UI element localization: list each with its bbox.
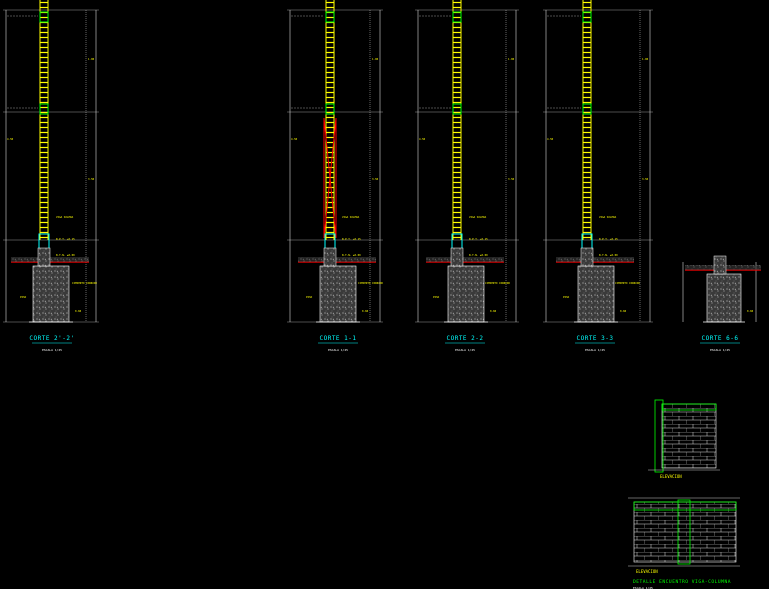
section-title: CORTE 3-3 [576, 335, 613, 342]
section-title: CORTE 2'-2' [29, 335, 74, 342]
foundation-block [706, 273, 742, 323]
dimension-label: 4.50 [291, 137, 298, 141]
dimension-label: 1.00 [372, 57, 379, 61]
beam-marker [452, 11, 462, 23]
note-label: VIGA SOLERA [56, 215, 74, 219]
beam-marker [452, 103, 462, 115]
dimension-label: 3.50 [88, 177, 95, 181]
elevation-label: ELEVACION [636, 569, 658, 574]
note-label: CIMIENTO CORRIDO [485, 281, 510, 285]
sobrecimiento [450, 247, 464, 267]
sobrecimiento [713, 255, 727, 275]
column-stirrups [40, 0, 48, 240]
dimension-label: 0.60 [490, 309, 497, 313]
note-label: N.T.N. ±0.00 [599, 253, 618, 257]
floor-fill [556, 257, 634, 262]
column-outline [654, 399, 664, 473]
section-title: CORTE 6-6 [701, 335, 738, 342]
section-scale: ESCALA 1/25 [455, 348, 475, 352]
note-label: VIGA SOLERA [599, 215, 617, 219]
floor-fill [426, 257, 504, 262]
section-title: CORTE 2-2 [446, 335, 483, 342]
dimension-label: 0.60 [747, 309, 754, 313]
beam-outline [633, 501, 737, 511]
note-label: PISO [306, 295, 313, 299]
sobrecimiento [323, 247, 337, 267]
note-label: N.T.N. ±0.00 [342, 253, 361, 257]
section-scale: ESCALA 1/25 [585, 348, 605, 352]
column-outline [677, 499, 691, 565]
dimension-label: 4.50 [7, 137, 14, 141]
beam-marker [582, 103, 592, 115]
elevation-detail-2: ELEVACION DETALLE ENCUENTRO VIGA-COLUMNAE… [628, 497, 740, 589]
note-label: N.P.T. +0.15 [342, 237, 361, 241]
note-label: CIMIENTO CORRIDO [358, 281, 383, 285]
section-scale: ESCALA 1/25 [328, 348, 348, 352]
dimension-label: 0.60 [620, 309, 627, 313]
note-label: N.P.T. +0.15 [599, 237, 618, 241]
elevation-detail-1: ELEVACION [648, 399, 720, 479]
beam-marker [325, 103, 335, 115]
dimension-label: 0.60 [75, 309, 82, 313]
beam-outline [661, 403, 717, 411]
dimension-label: 3.50 [642, 177, 649, 181]
note-label: CIMIENTO CORRIDO [72, 281, 97, 285]
note-label: PISO [433, 295, 440, 299]
note-label: N.P.T. +0.15 [56, 237, 75, 241]
section-scale: ESCALA 1/25 [710, 348, 730, 352]
section-title: CORTE 1-1 [319, 335, 356, 342]
beam-marker [39, 103, 49, 115]
brick-wall [661, 403, 717, 469]
foundation-block [32, 265, 70, 323]
note-label: PISO [563, 295, 570, 299]
beam-marker [39, 11, 49, 23]
dimension-label: 1.00 [642, 57, 649, 61]
sobrecimiento [580, 247, 594, 267]
dimension-label: 4.50 [419, 137, 426, 141]
note-label: N.T.N. ±0.00 [469, 253, 488, 257]
section-scale: ESCALA 1/25 [42, 348, 62, 352]
column-stirrups [453, 0, 461, 240]
dimension-label: 4.50 [547, 137, 554, 141]
dimension-label: 1.00 [508, 57, 515, 61]
beam-marker [325, 11, 335, 23]
note-label: PISO [20, 295, 27, 299]
note-label: N.T.N. ±0.00 [56, 253, 75, 257]
note-label: N.P.T. +0.15 [469, 237, 488, 241]
note-label: VIGA SOLERA [469, 215, 487, 219]
column-stirrups [326, 0, 334, 240]
foundation-block [577, 265, 615, 323]
dimension-label: 3.50 [508, 177, 515, 181]
elevation-label: ELEVACION [660, 474, 682, 479]
dimension-label: 0.60 [362, 309, 369, 313]
beam-marker [582, 11, 592, 23]
detail-title: DETALLE ENCUENTRO VIGA-COLUMNA [633, 579, 731, 585]
detail-scale: ESCALA 1/25 [633, 586, 653, 589]
column-stirrups [583, 0, 591, 240]
dimension-label: 3.50 [372, 177, 379, 181]
note-label: CIMIENTO CORRIDO [615, 281, 640, 285]
note-label: VIGA SOLERA [342, 215, 360, 219]
foundation-block [319, 265, 357, 323]
sobrecimiento [37, 247, 51, 267]
foundation-block [447, 265, 485, 323]
dimension-label: 1.00 [88, 57, 95, 61]
floor-fill [298, 257, 376, 262]
masonry-infill [323, 117, 337, 239]
brick-wall [633, 501, 737, 563]
